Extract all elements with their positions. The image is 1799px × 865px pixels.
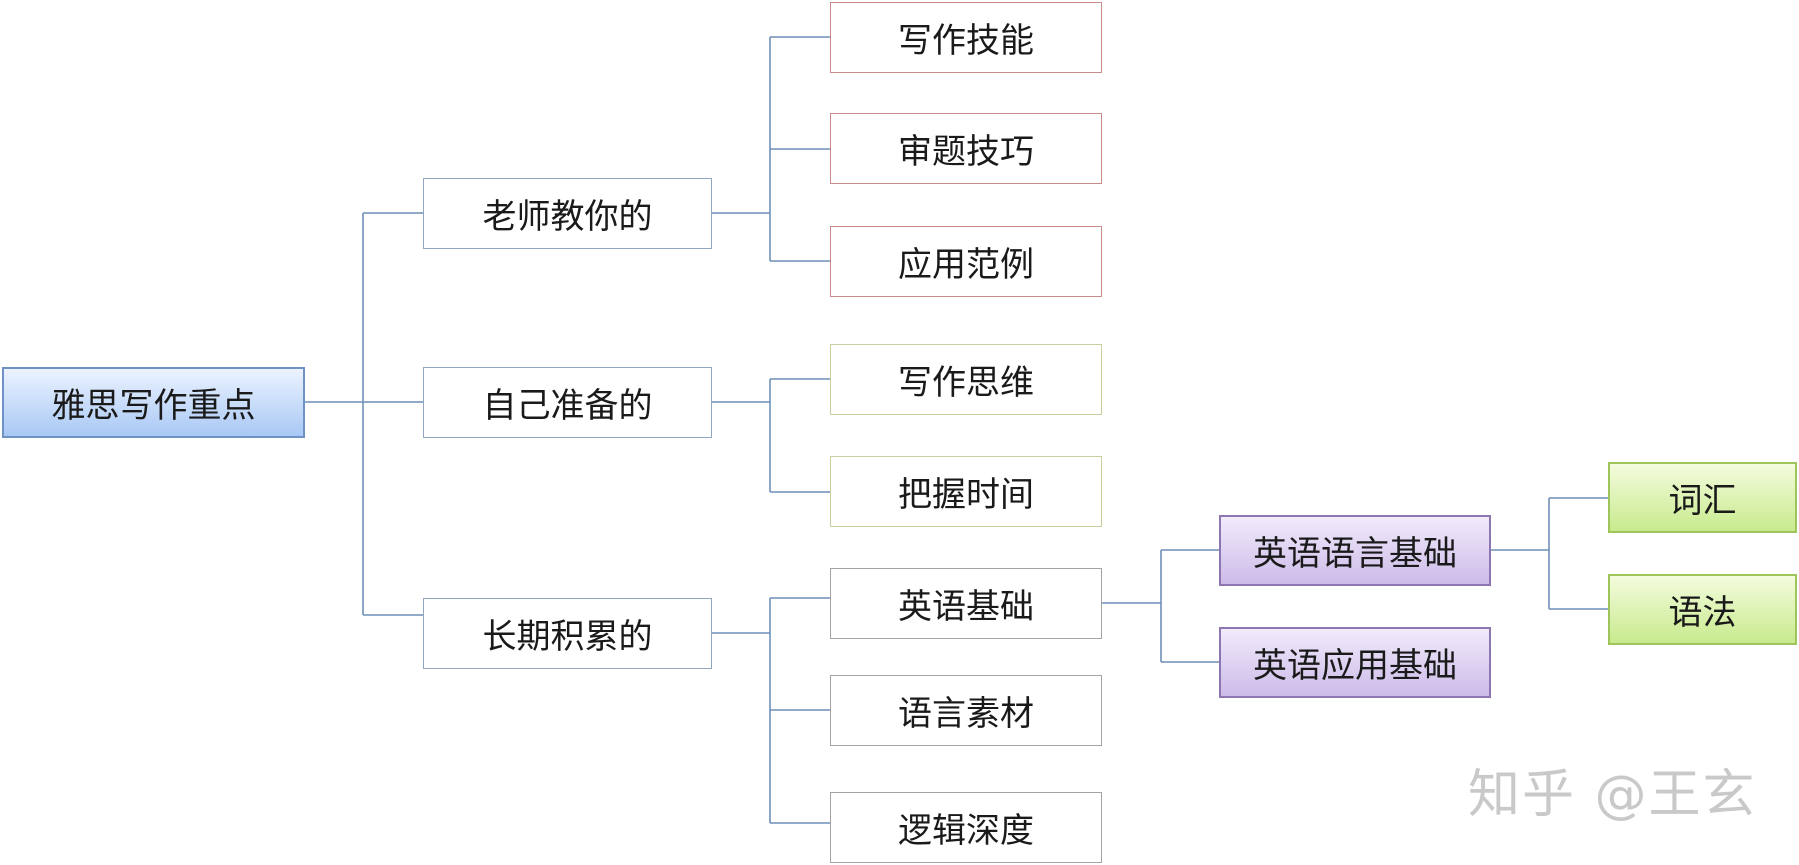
watermark: 知乎 @王玄 bbox=[1468, 765, 1757, 825]
node-time-management[interactable]: 把握时间 bbox=[830, 456, 1102, 527]
branch-longterm[interactable]: 长期积累的 bbox=[423, 598, 712, 669]
node-topic-analysis[interactable]: 审题技巧 bbox=[830, 113, 1102, 184]
node-writing-skills[interactable]: 写作技能 bbox=[830, 2, 1102, 73]
root-node[interactable]: 雅思写作重点 bbox=[2, 367, 305, 438]
branch-self[interactable]: 自己准备的 bbox=[423, 367, 712, 438]
node-logic-depth[interactable]: 逻辑深度 bbox=[830, 792, 1102, 863]
node-english-application-basics[interactable]: 英语应用基础 bbox=[1219, 627, 1491, 698]
node-writing-thinking[interactable]: 写作思维 bbox=[830, 344, 1102, 415]
node-language-material[interactable]: 语言素材 bbox=[830, 675, 1102, 746]
branch-teacher[interactable]: 老师教你的 bbox=[423, 178, 712, 249]
node-vocabulary[interactable]: 词汇 bbox=[1608, 462, 1797, 533]
node-grammar[interactable]: 语法 bbox=[1608, 574, 1797, 645]
node-sample-essays[interactable]: 应用范例 bbox=[830, 226, 1102, 297]
node-english-language-basics[interactable]: 英语语言基础 bbox=[1219, 515, 1491, 586]
node-english-basics[interactable]: 英语基础 bbox=[830, 568, 1102, 639]
